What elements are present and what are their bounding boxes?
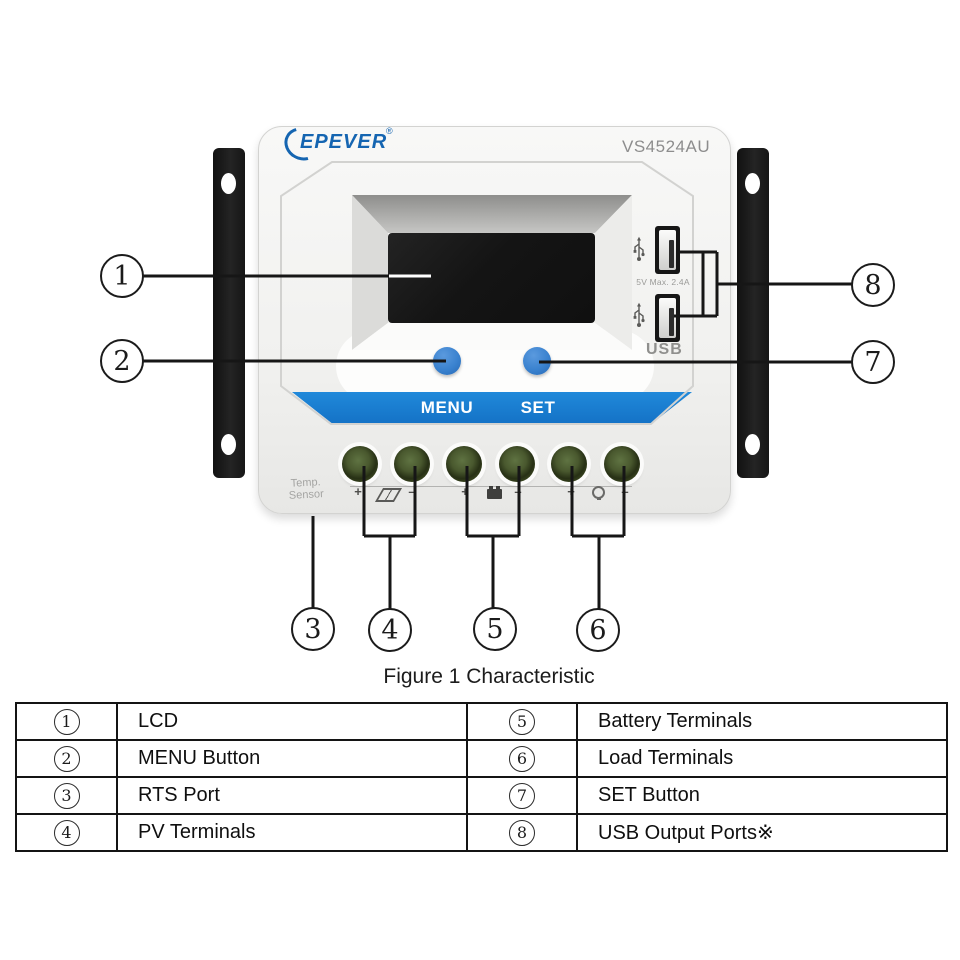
minus-sign: – [514, 484, 522, 499]
usb-port-inner [659, 298, 676, 338]
legend-num-cell: 3 [15, 776, 118, 815]
usb-port-slot [669, 308, 674, 336]
usb-output-port-1 [655, 226, 680, 274]
set-label: SET [520, 398, 556, 417]
plus-sign: + [354, 484, 362, 499]
legend-label-cell: PV Terminals [116, 813, 468, 852]
callout-4: 4 [368, 608, 412, 652]
load-terminal-minus [604, 446, 640, 482]
battery-terminal-minus [499, 446, 535, 482]
usb-port-slot [669, 240, 674, 268]
callout-5: 5 [473, 607, 517, 651]
mounting-bracket-right [737, 148, 769, 478]
battery-icon [487, 486, 502, 499]
legend-label-cell: USB Output Ports※ [576, 813, 948, 852]
legend-num-cell: 7 [466, 776, 578, 815]
legend-label-cell: RTS Port [116, 776, 468, 815]
circled-number: 6 [509, 745, 535, 772]
usb-port-inner [659, 230, 676, 270]
legend-num-cell: 1 [15, 702, 118, 741]
legend-num-cell: 5 [466, 702, 578, 741]
screw-hole [745, 173, 760, 194]
usb-output-port-2 [655, 294, 680, 342]
legend-num-cell: 8 [466, 813, 578, 852]
menu-label: MENU [420, 398, 474, 417]
load-lamp-icon [592, 486, 605, 500]
circled-number: 4 [53, 819, 80, 846]
figure-caption: Figure 1 Characteristic [383, 665, 595, 688]
legend-row: 4 PV Terminals 8 USB Output Ports※ [15, 813, 948, 852]
pv-terminal-plus [342, 446, 378, 482]
pv-terminal-minus [394, 446, 430, 482]
model-number: VS4524AU [622, 137, 711, 156]
callout-3: 3 [291, 607, 335, 651]
callout-7: 7 [851, 340, 895, 384]
legend-row: 3 RTS Port 7 SET Button [15, 776, 948, 815]
usb-label: USB [646, 341, 683, 358]
screw-hole [745, 434, 760, 455]
minus-sign: – [408, 484, 416, 499]
plus-sign: + [567, 484, 575, 499]
minus-sign: – [621, 484, 629, 499]
circled-number: 8 [509, 819, 535, 846]
legend-label-cell: SET Button [576, 776, 948, 815]
battery-terminal-plus [446, 446, 482, 482]
legend-row: 2 MENU Button 6 Load Terminals [15, 739, 948, 778]
legend-label-cell: MENU Button [116, 739, 468, 778]
legend-num-cell: 6 [466, 739, 578, 778]
brand-text: EPEVER [300, 131, 388, 153]
circled-number: 7 [509, 782, 535, 809]
usb-icon [633, 236, 645, 261]
circled-number: 5 [509, 708, 535, 735]
legend-label-cell: Battery Terminals [576, 702, 948, 741]
recess-shadow-top [352, 195, 632, 233]
callout-2: 2 [100, 339, 144, 383]
circled-number: 1 [53, 708, 80, 735]
legend-label-cell: LCD [116, 702, 468, 741]
legend-row: 1 LCD 5 Battery Terminals [15, 702, 948, 741]
load-terminal-plus [551, 446, 587, 482]
usb-rating-text: 5V Max. 2.4A [636, 277, 690, 287]
circled-number: 2 [53, 745, 80, 772]
button-label-bar: MENU SET [292, 392, 692, 424]
temp-sensor-label: Temp. Sensor [275, 475, 336, 502]
screw-hole [221, 173, 236, 194]
circled-number: 3 [53, 782, 80, 809]
recess-shadow-bottom [352, 323, 632, 350]
plus-sign: + [461, 484, 469, 499]
set-button [523, 347, 551, 375]
brand-logo: EPEVER [278, 121, 388, 167]
menu-button [433, 347, 461, 375]
legend-label-cell: Load Terminals [576, 739, 948, 778]
usb-icon [633, 302, 645, 327]
legend-table: 1 LCD 5 Battery Terminals 2 MENU Button … [15, 702, 948, 852]
mounting-bracket-left [213, 148, 245, 478]
screw-hole [221, 434, 236, 455]
legend-num-cell: 2 [15, 739, 118, 778]
callout-6: 6 [576, 608, 620, 652]
legend-num-cell: 4 [15, 813, 118, 852]
callout-1: 1 [100, 254, 144, 298]
callout-8: 8 [851, 263, 895, 307]
lcd-screen [388, 233, 595, 323]
registered-trademark: ® [386, 126, 393, 136]
